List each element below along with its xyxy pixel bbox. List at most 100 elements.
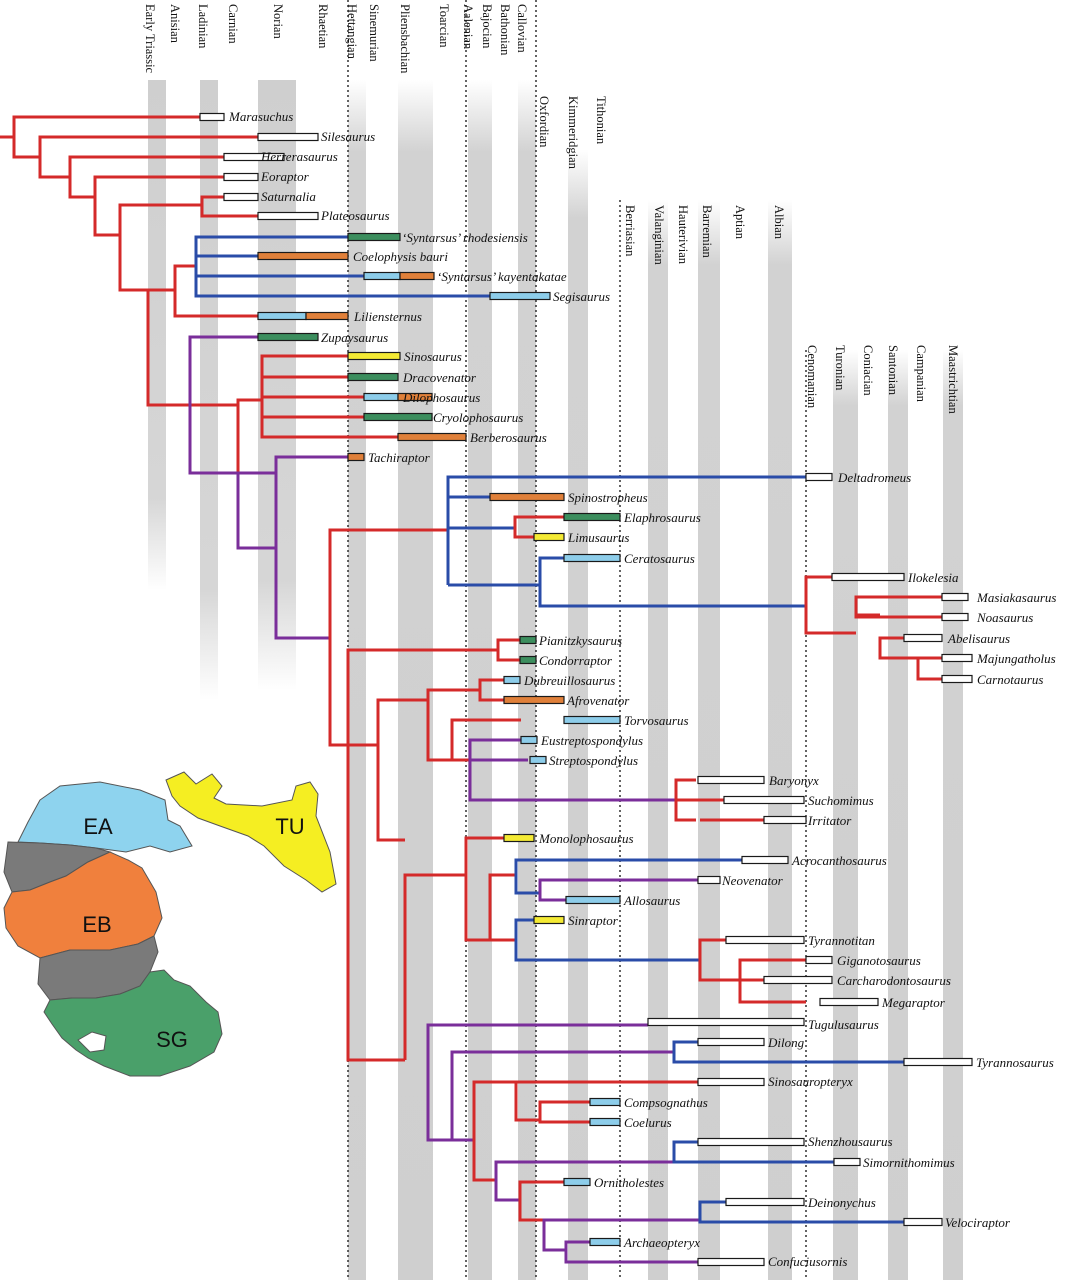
stage-label: Ladinian — [196, 4, 210, 49]
map-region-label: TU — [275, 814, 304, 839]
range-bar — [831, 572, 905, 582]
taxon-label: Tyrannotitan — [808, 933, 875, 948]
range-bar — [763, 815, 807, 825]
taxon-label: Abelisaurus — [947, 631, 1010, 646]
stage-band — [768, 200, 792, 1280]
stage-label: Tithonian — [594, 96, 608, 145]
map-lake — [77, 1031, 107, 1053]
stage-label: Anisian — [168, 4, 182, 44]
stage-label: Bajocian — [480, 4, 494, 49]
range-bar — [903, 633, 943, 643]
taxon-label: Saturnalia — [261, 189, 316, 204]
stage-band — [888, 350, 908, 1280]
tree-branch — [194, 235, 490, 298]
tree-branch — [916, 656, 942, 681]
tree-branch — [446, 475, 806, 585]
range-bar — [697, 875, 721, 885]
taxon-label: Herrerasaurus — [260, 149, 338, 164]
taxon-label: Sinraptor — [568, 913, 619, 928]
taxon-label: Dubreuillosaurus — [523, 673, 615, 688]
range-bar — [347, 232, 401, 242]
range-bars — [199, 112, 973, 1267]
tree-branch — [878, 636, 918, 660]
taxon-label: Carcharodontosaurus — [837, 973, 951, 988]
tree-branch — [188, 335, 258, 405]
range-bar — [725, 1197, 805, 1207]
taxon-label: Irritator — [807, 813, 852, 828]
tree-branch — [496, 638, 520, 662]
taxon-label: Monolophosaurus — [538, 831, 634, 846]
taxon-label: Torvosaurus — [624, 713, 689, 728]
range-bar — [941, 674, 973, 684]
tree-branch — [450, 718, 521, 762]
stage-band — [943, 350, 963, 1280]
taxon-label: Velociraptor — [945, 1215, 1011, 1230]
tree-branch — [376, 698, 428, 842]
tree-branch — [538, 556, 806, 608]
tree-branch — [538, 1100, 590, 1124]
map-region-label: EA — [83, 814, 113, 839]
stage-label: Valanginian — [652, 205, 666, 265]
stage-label: Rhaetian — [316, 4, 330, 49]
taxon-label: Segisaurus — [553, 289, 610, 304]
stage-label: Oxfordian — [537, 96, 551, 148]
range-bar — [347, 452, 365, 462]
range-bar — [941, 612, 969, 622]
range-bar — [903, 1217, 943, 1227]
map-region-eb — [3, 851, 163, 959]
range-bar — [697, 1077, 765, 1087]
taxon-label: Elaphrosaurus — [623, 510, 701, 525]
tree-branch — [488, 873, 516, 942]
taxon-label: Pianitzkysaurus — [538, 633, 622, 648]
tree-branch — [426, 1023, 648, 1142]
taxon-label: Majungatholus — [976, 651, 1056, 666]
range-bar — [399, 271, 435, 281]
range-bar — [347, 372, 399, 382]
taxon-label: Carnotaurus — [977, 672, 1043, 687]
range-bar — [489, 492, 565, 502]
range-bar — [819, 997, 879, 1007]
taxon-label: ‘Syntarsus’ kayentakatae — [437, 269, 567, 284]
range-bar — [520, 735, 538, 745]
taxon-label: Dilophosaurus — [402, 390, 480, 405]
range-bar — [741, 855, 789, 865]
range-bar — [941, 592, 969, 602]
tree-branch — [450, 1050, 674, 1142]
tree-branch — [446, 495, 515, 530]
range-bar — [903, 1057, 973, 1067]
taxon-label: Afrovenator — [566, 693, 630, 708]
range-bar — [563, 1177, 591, 1187]
taxon-label: Suchomimus — [808, 793, 874, 808]
taxon-label: Sinosauropteryx — [768, 1074, 853, 1089]
taxon-label: Tachiraptor — [368, 450, 431, 465]
tree-branch — [514, 858, 742, 895]
taxon-label: Confuciusornis — [768, 1254, 847, 1269]
range-bar — [223, 152, 285, 162]
range-bar — [697, 775, 765, 785]
taxon-label: Neovenator — [721, 873, 784, 888]
range-bar — [563, 715, 621, 725]
tree-branch — [12, 115, 200, 159]
taxon-label: Ornitholestes — [594, 1175, 664, 1190]
stage-band — [833, 350, 858, 1280]
range-bar — [805, 955, 833, 965]
tree-branch — [200, 195, 258, 218]
stage-label: Berriasian — [623, 205, 637, 257]
stage-label: Albian — [772, 205, 786, 240]
range-bar — [697, 1137, 805, 1147]
taxon-label: Sinosaurus — [404, 349, 462, 364]
taxon-label: Tyrannosaurus — [976, 1055, 1054, 1070]
range-bar — [257, 132, 319, 142]
range-bar — [363, 271, 401, 281]
range-bar — [503, 675, 521, 685]
range-bar — [697, 1257, 765, 1267]
stage-band — [698, 200, 720, 1280]
tree-branch — [672, 1040, 904, 1064]
tree-branch — [698, 938, 740, 982]
tree-branch — [403, 873, 466, 1060]
taxon-label: ‘Syntarsus’ rhodesiensis — [402, 230, 528, 245]
range-bar — [199, 112, 225, 122]
